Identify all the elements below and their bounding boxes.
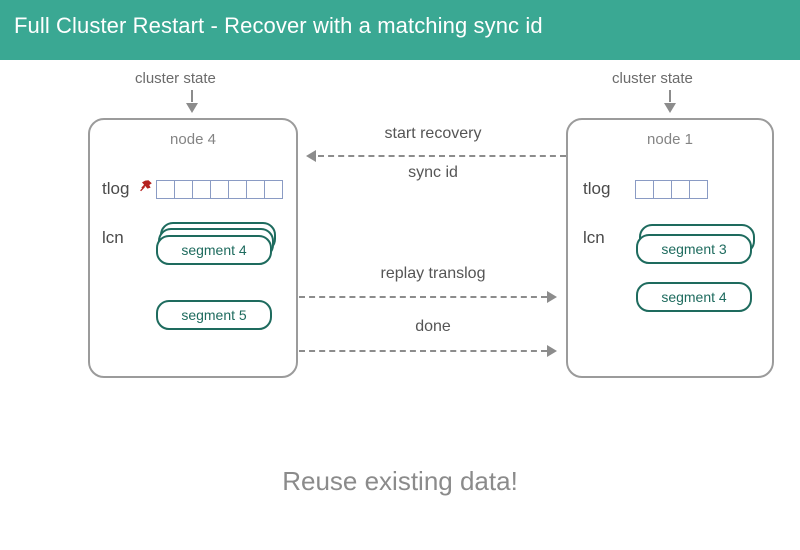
cluster-state-arrow-left-icon xyxy=(186,103,198,113)
arrow-right-icon xyxy=(547,345,557,357)
segment-stack-left[interactable]: segment 4 xyxy=(156,222,280,266)
segment-single-left[interactable]: segment 5 xyxy=(156,300,272,330)
node-title-left: node 4 xyxy=(170,131,216,148)
tlog-cell xyxy=(228,180,247,199)
arrow-left-icon xyxy=(306,150,316,162)
cluster-state-arrow-right-icon xyxy=(664,103,676,113)
flow-line-replay-translog xyxy=(299,296,547,298)
cluster-state-label-left: cluster state xyxy=(135,70,216,87)
segment-top-left: segment 4 xyxy=(156,235,272,265)
tlog-cell xyxy=(653,180,672,199)
page-title: Full Cluster Restart - Recover with a ma… xyxy=(14,13,543,38)
tlog-strip-left[interactable] xyxy=(156,180,283,199)
tlog-label-left: tlog xyxy=(102,179,130,198)
arrow-right-icon xyxy=(547,291,557,303)
segment-single-right[interactable]: segment 4 xyxy=(636,282,752,312)
tlog-cell xyxy=(210,180,229,199)
lcn-label-right: lcn xyxy=(583,228,605,247)
cluster-state-label-right: cluster state xyxy=(612,70,693,87)
tlog-strip-right[interactable] xyxy=(635,180,708,199)
flow-line-done xyxy=(299,350,547,352)
tlog-cell xyxy=(156,180,175,199)
tlog-cell xyxy=(635,180,654,199)
segment-stack-right[interactable]: segment 3 xyxy=(636,222,760,266)
tlog-cell xyxy=(192,180,211,199)
tlog-cell xyxy=(246,180,265,199)
flow-label-done: done xyxy=(415,318,451,335)
tlog-cell xyxy=(264,180,283,199)
tlog-cell xyxy=(174,180,193,199)
red-pin-icon xyxy=(140,180,152,192)
flow-line-start-recovery xyxy=(318,155,566,157)
footer-caption: Reuse existing data! xyxy=(282,466,518,496)
lcn-label-left: lcn xyxy=(102,228,124,247)
cluster-state-connector-right xyxy=(669,90,671,102)
header-bar: Full Cluster Restart - Recover with a ma… xyxy=(0,0,800,60)
flow-label-replay-translog: replay translog xyxy=(380,265,486,282)
tlog-label-right: tlog xyxy=(583,179,611,198)
cluster-state-connector-left xyxy=(191,90,193,102)
tlog-cell xyxy=(671,180,690,199)
tlog-cell xyxy=(689,180,708,199)
flow-label-start-recovery: start recovery xyxy=(384,125,482,142)
segment-top-right: segment 3 xyxy=(636,234,752,264)
node-title-right: node 1 xyxy=(647,131,693,148)
flow-label-sync-id: sync id xyxy=(408,164,458,181)
